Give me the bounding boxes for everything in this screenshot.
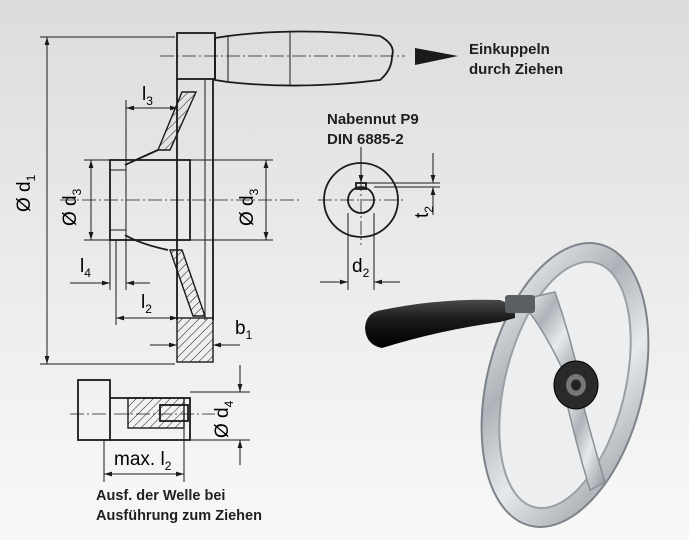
- handle-side: [176, 30, 394, 87]
- grip-handle: [365, 299, 515, 348]
- engage-arrow-icon: [415, 48, 458, 65]
- keyway-label-line1: Nabennut P9: [327, 111, 419, 128]
- keyway-label-line2: DIN 6885-2: [327, 131, 404, 148]
- dimension-lines: [40, 36, 273, 365]
- shaft-view: [70, 365, 250, 482]
- engage-label-line1: Einkuppeln: [469, 41, 550, 58]
- shaft-label-line1: Ausf. der Welle bei: [96, 488, 226, 504]
- wheel-section: [60, 55, 405, 363]
- dim-l2: l2: [141, 292, 152, 316]
- dim-d1: Ø d1: [14, 174, 38, 212]
- dim-d4: Ø d4: [212, 400, 236, 438]
- dim-d3-right: Ø d3: [237, 188, 261, 226]
- dim-max-l2: max. l2: [114, 449, 172, 473]
- dim-d2: d2: [352, 256, 370, 280]
- dim-d3-left: Ø d3: [60, 188, 84, 226]
- dim-t2: t2: [412, 206, 436, 218]
- keyway-view: [318, 147, 440, 290]
- handwheel-photo: [365, 242, 650, 528]
- dim-b1: b1: [235, 318, 253, 342]
- dim-l4: l4: [80, 256, 91, 280]
- dim-l3: l3: [142, 84, 153, 108]
- side-view: [40, 30, 458, 365]
- shaft-label-line2: Ausführung zum Ziehen: [96, 508, 262, 524]
- engage-label-line2: durch Ziehen: [469, 61, 564, 78]
